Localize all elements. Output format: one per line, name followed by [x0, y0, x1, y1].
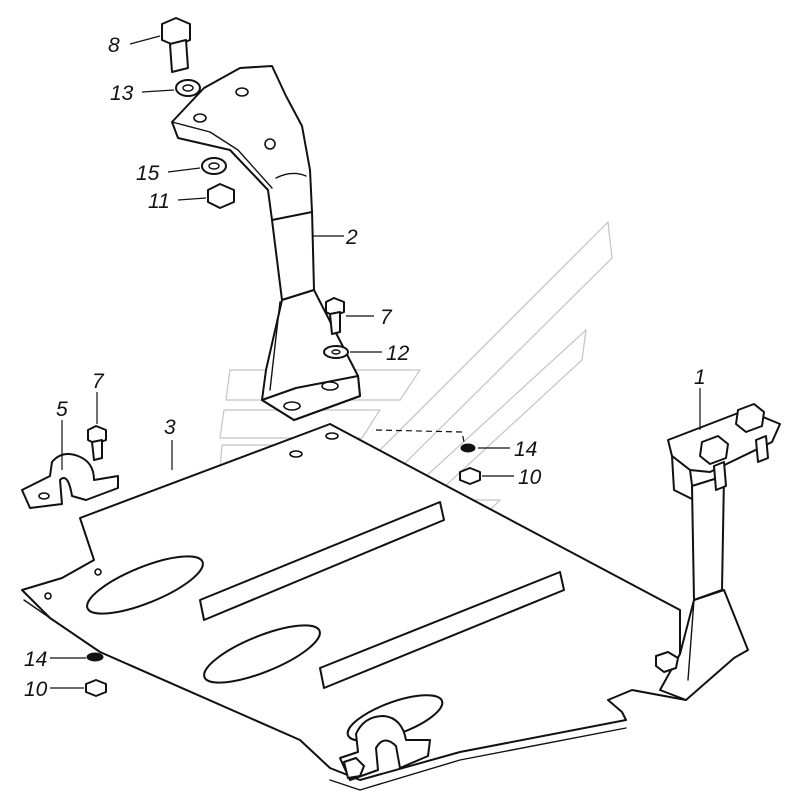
leader-lines: [50, 35, 701, 689]
nut-10-left: [85, 679, 107, 697]
hole-3: [289, 450, 303, 458]
hole-1: [44, 592, 52, 600]
hole-4: [325, 432, 339, 440]
bolt-7-upper-shank: [329, 311, 341, 335]
bolt-8-head: [161, 17, 191, 47]
callout-12: 12: [386, 342, 410, 365]
callout-14-right: 14: [514, 438, 537, 461]
callout-15: 15: [136, 162, 160, 185]
washer-14-right: [460, 443, 476, 453]
callout-7-upper: 7: [380, 306, 393, 329]
callout-5: 5: [56, 398, 68, 421]
washer-15: [201, 157, 227, 175]
hardware: [85, 17, 481, 697]
callout-13: 13: [110, 82, 134, 105]
nut-11: [207, 183, 235, 209]
bolt-7-left-shank: [91, 439, 103, 461]
callout-14-left: 14: [24, 648, 47, 671]
right-support: [655, 403, 781, 701]
callout-1: 1: [694, 366, 706, 389]
callout-10-right: 10: [518, 466, 542, 489]
washer-14-left: [86, 652, 104, 662]
slot-1: [199, 501, 445, 621]
oval-cutout-1: [86, 555, 204, 615]
callout-3: 3: [164, 416, 176, 439]
bolt-8-shank: [169, 39, 189, 73]
callout-labels: 8 13 15 11 2 7 12 7 5 3 14 10 1 14 10: [24, 34, 706, 701]
lower-clamp: [339, 715, 431, 781]
callout-11: 11: [148, 190, 170, 213]
washer-13: [175, 79, 201, 97]
upper-bracket: [171, 65, 361, 421]
callout-8: 8: [108, 34, 120, 57]
hole-2: [94, 568, 102, 576]
nut-10-right: [459, 467, 481, 485]
washer-12: [323, 345, 349, 359]
callout-10-left: 10: [24, 678, 48, 701]
callout-2: 2: [345, 226, 358, 249]
left-clamp: [21, 453, 119, 509]
callout-7-left: 7: [92, 370, 105, 393]
base-plate: [21, 423, 687, 791]
slot-2: [319, 571, 565, 689]
oval-cutout-2: [203, 624, 321, 684]
